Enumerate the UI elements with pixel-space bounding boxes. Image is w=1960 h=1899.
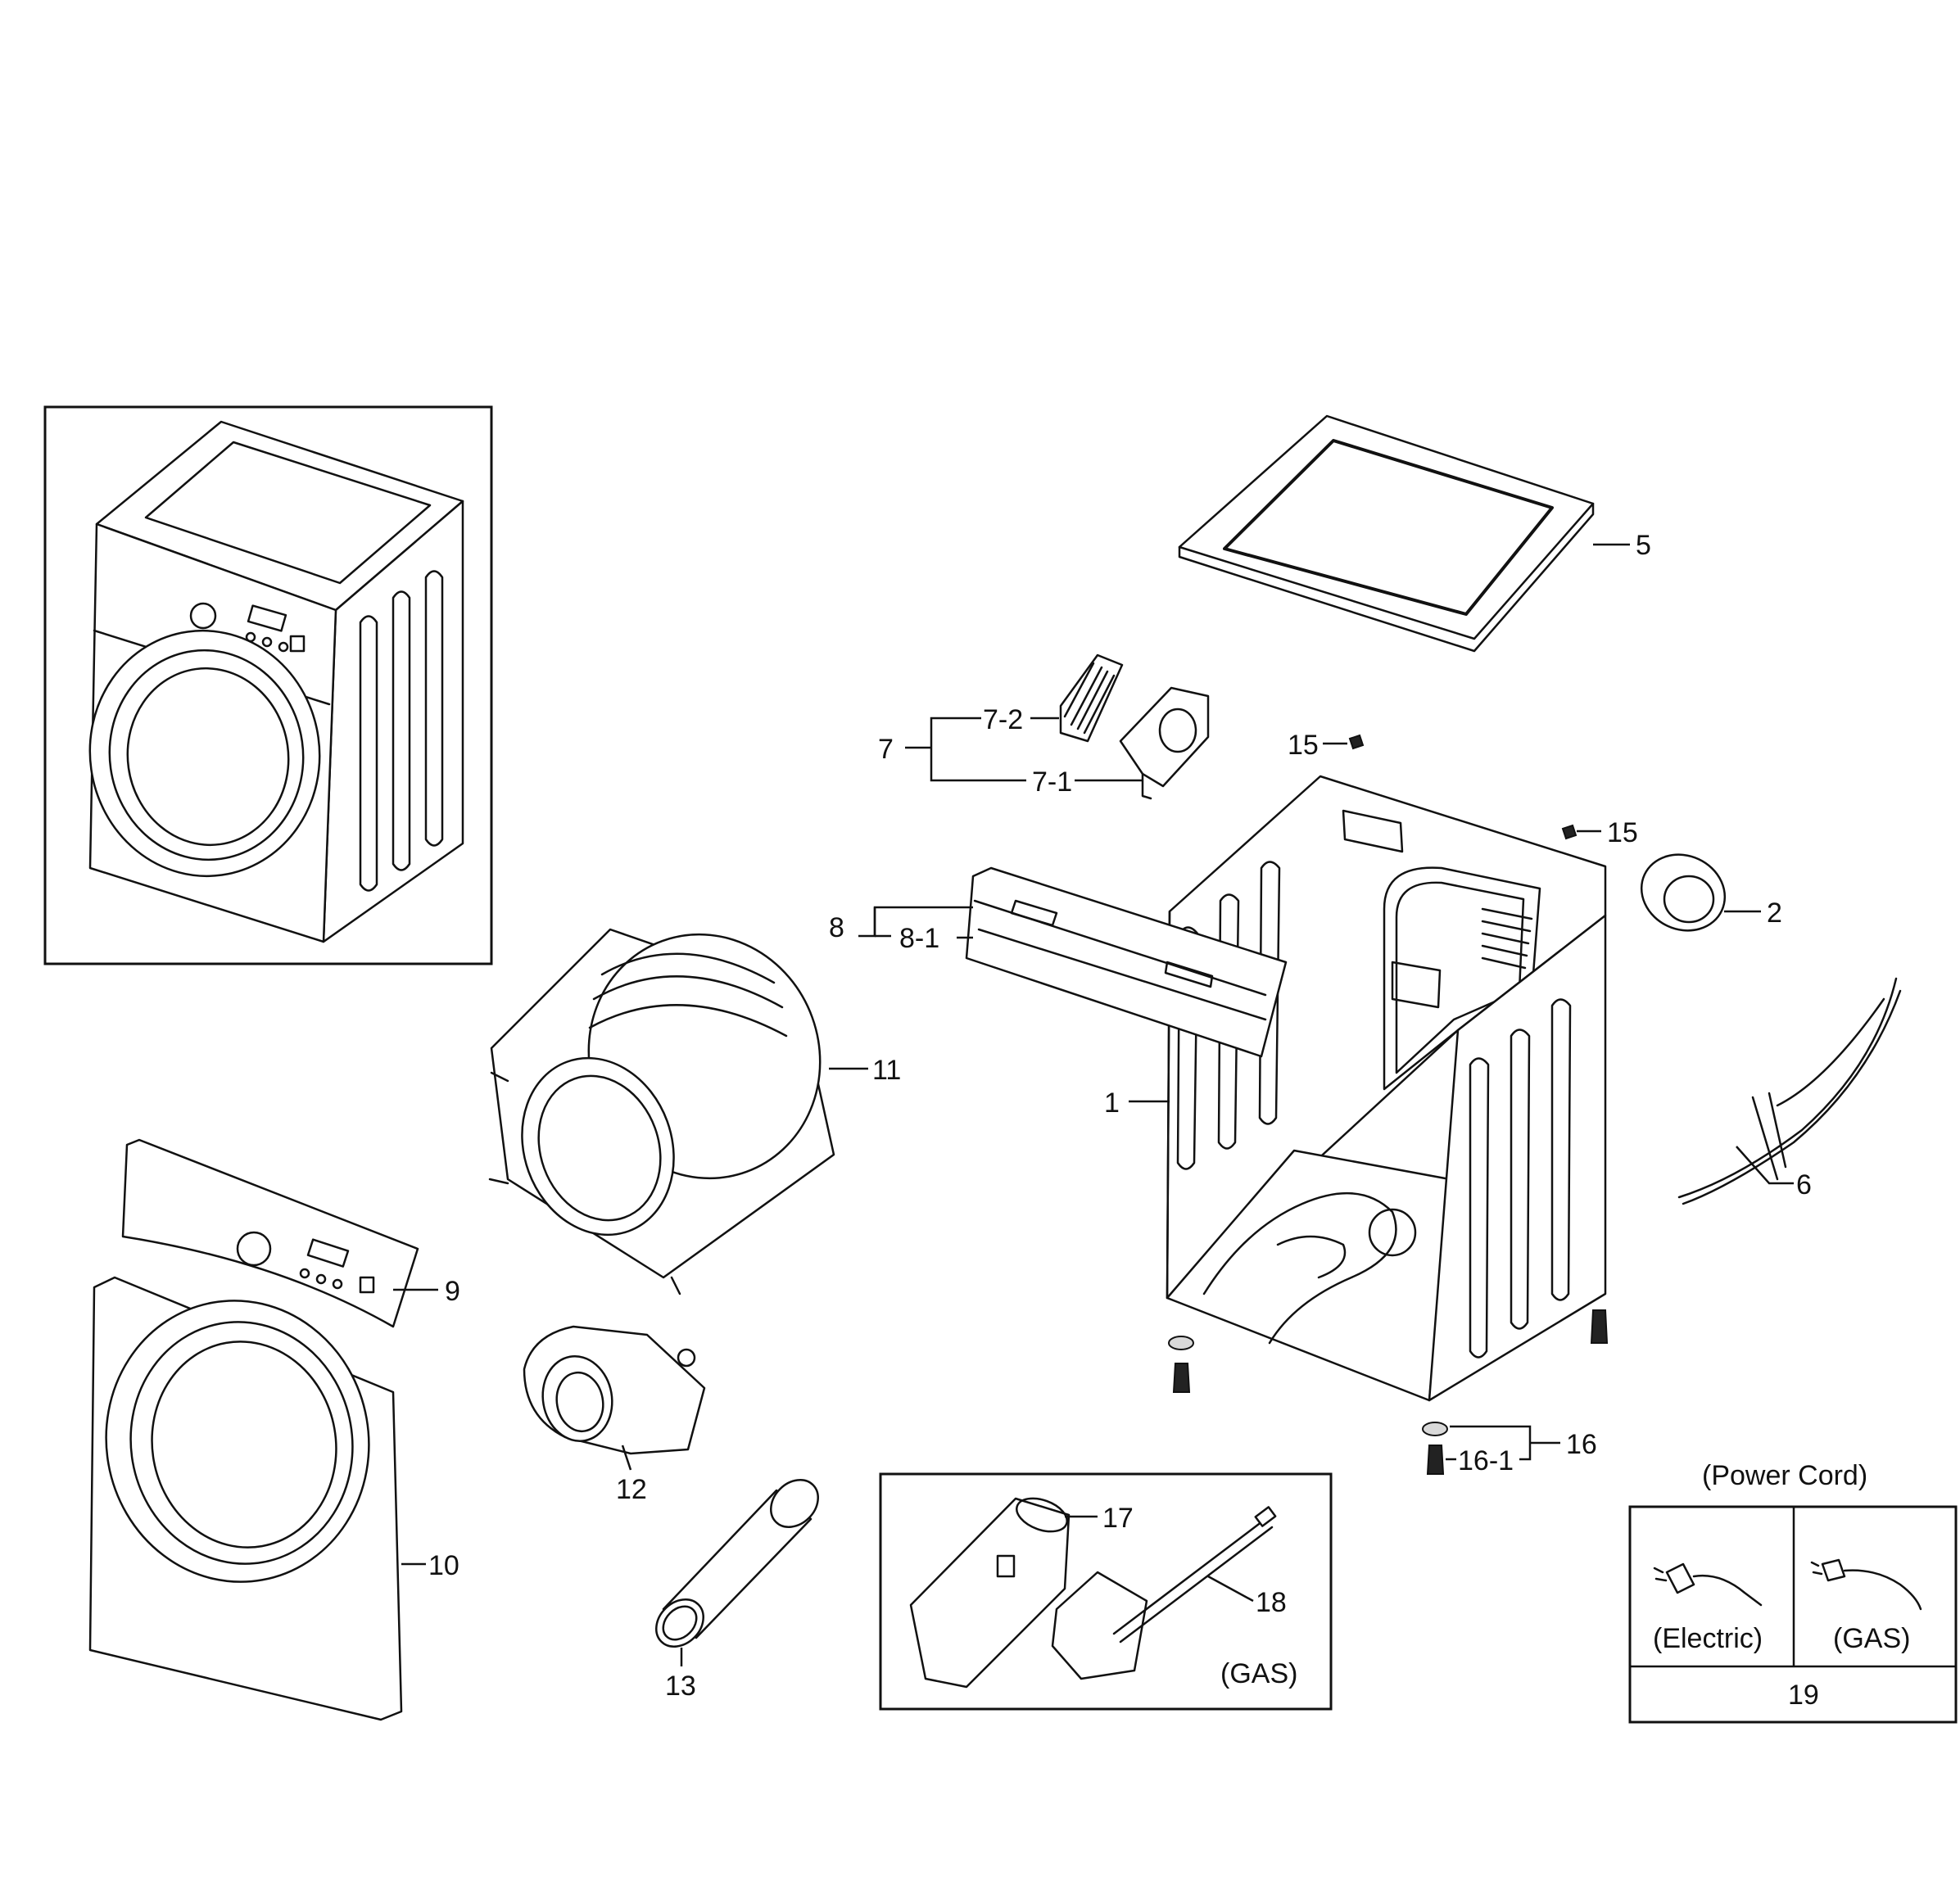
callout-1: 1 xyxy=(1104,1087,1120,1119)
gas-valve-part-18: 18 xyxy=(1051,1506,1287,1680)
control-panel-part-9: 9 xyxy=(121,1138,460,1328)
callout-2: 2 xyxy=(1767,898,1782,929)
drum-assembly-part-11: 11 xyxy=(488,928,901,1295)
callout-7: 7 xyxy=(878,734,894,765)
callout-10: 10 xyxy=(428,1550,459,1581)
front-panel-part-10: 10 xyxy=(88,1276,459,1721)
exhaust-duct-part-13: 13 xyxy=(655,1479,819,1702)
wire-harness-part-6: 6 xyxy=(1677,977,1902,1205)
callout-16-1: 16-1 xyxy=(1458,1445,1514,1476)
blower-housing-part-12: 12 xyxy=(523,1325,706,1505)
callout-8: 8 xyxy=(829,912,844,943)
callout-8-1: 8-1 xyxy=(899,923,939,954)
callout-5: 5 xyxy=(1636,530,1651,561)
assembled-dryer-illustration xyxy=(88,420,464,943)
leveling-feet-part-16: 16 16-1 xyxy=(1168,1309,1609,1476)
gas-kit-box: 17 18 (GAS) xyxy=(879,1472,1333,1711)
control-bracket-part-8: 8 8-1 xyxy=(829,866,1288,1058)
gas-cord-illustration xyxy=(1810,1558,1922,1611)
callout-18: 18 xyxy=(1256,1587,1287,1618)
callout-11: 11 xyxy=(872,1055,901,1086)
burner-housing-part-17: 17 xyxy=(909,1497,1134,1689)
power-cord-table-part-19: (Power Cord) (Electric) (GAS) 19 xyxy=(1628,1460,1958,1724)
callout-17: 17 xyxy=(1102,1503,1134,1534)
reference-frame xyxy=(43,405,493,965)
screw-part-15-a: 15 xyxy=(1288,730,1365,761)
electric-cord-illustration xyxy=(1653,1562,1763,1607)
callout-15-b: 15 xyxy=(1607,817,1638,848)
filter-assembly-part-7: 7-2 7-1 7 xyxy=(878,653,1210,800)
electric-cord-label: (Electric) xyxy=(1653,1623,1763,1654)
callout-7-2: 7-2 xyxy=(983,704,1023,735)
callout-13: 13 xyxy=(665,1671,696,1702)
vent-cap-part-2: 2 xyxy=(1640,853,1782,932)
assembled-dryer-reference xyxy=(43,405,493,965)
power-cord-title: (Power Cord) xyxy=(1702,1460,1867,1491)
gas-kit-label: (GAS) xyxy=(1220,1658,1297,1689)
screw-part-15-b: 15 xyxy=(1561,817,1638,848)
cabinet-part-1: 1 xyxy=(1104,775,1607,1402)
gas-kit-frame xyxy=(879,1472,1333,1711)
callout-7-1: 7-1 xyxy=(1032,766,1072,798)
callout-6: 6 xyxy=(1796,1169,1812,1200)
gas-cord-label: (GAS) xyxy=(1833,1623,1910,1654)
callout-15-a: 15 xyxy=(1288,730,1319,761)
callout-12: 12 xyxy=(616,1474,647,1505)
callout-19: 19 xyxy=(1788,1680,1819,1711)
callout-9: 9 xyxy=(445,1276,460,1307)
top-cover-part-5: 5 xyxy=(1178,414,1651,653)
callout-16: 16 xyxy=(1566,1429,1597,1460)
